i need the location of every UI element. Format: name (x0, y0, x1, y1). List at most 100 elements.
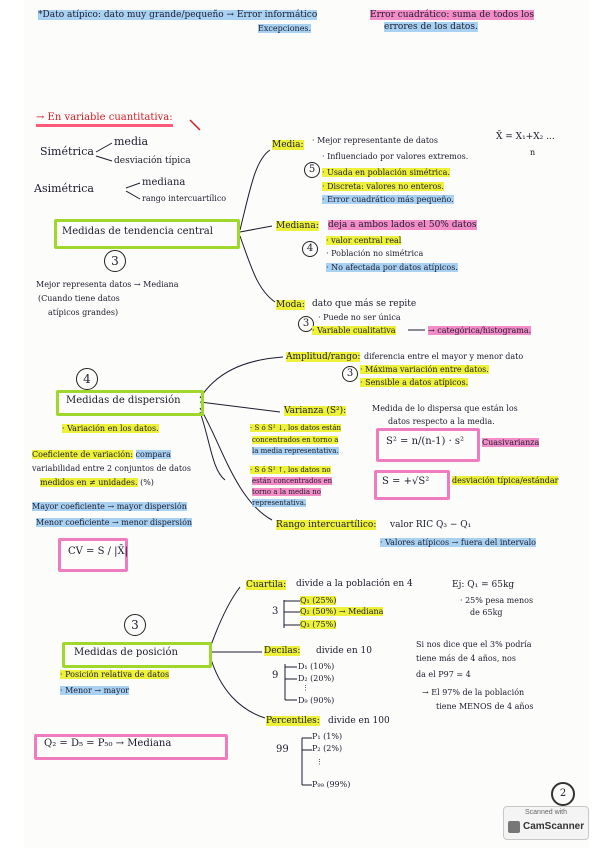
iqr-point-2: · Valores atípicos → fuera del intervalo (380, 538, 536, 547)
asymmetric-label: Asimétrica (34, 182, 94, 195)
percentile-p2: P₂ (2%) (312, 744, 343, 753)
p97-note-2: tiene más de 4 años, nos (416, 654, 516, 663)
symmetric-label: Simétrica (40, 145, 94, 158)
percentile-ellipsis: ⋮ (316, 758, 323, 766)
camscanner-watermark: Scanned with CamScanner (503, 806, 589, 840)
variance-point-1: Medida de lo dispersa que están los (372, 404, 518, 413)
range-heading: Amplitud/rango: (286, 352, 361, 362)
when-atypical-note-1: (Cuando tiene datos (38, 294, 120, 303)
exceptions-label: Excepciones. (258, 24, 312, 33)
range-point-3: · Sensible a datos atípicos. (360, 378, 469, 387)
quantitative-variable-title: → En variable cuantitativa: (36, 112, 173, 127)
range-point-1: diferencia entre el mayor y menor dato (364, 352, 524, 361)
decile-heading: Decilas: (264, 646, 301, 656)
percentile-heading: Percentiles: (266, 716, 320, 726)
median-point-4: · No afectada por datos atípicos. (326, 263, 458, 272)
scanned-with-label: Scanned with (524, 809, 568, 816)
example-2: · 25% pesa menos (460, 596, 534, 605)
median-point-2: · valor central real (326, 236, 402, 245)
median-heading: Mediana: (276, 221, 319, 231)
quasi-variance-formula-box (376, 428, 480, 462)
mean-count-badge: 5 (304, 162, 320, 178)
example-1: Ej: Q₁ = 65kg (452, 580, 515, 590)
high-s-note-3: torno a la media no (252, 488, 321, 496)
dispersion-subtitle: · Variación en los datos. (62, 424, 159, 433)
quasi-variance-label: Cuasivarianza (482, 438, 540, 447)
atypical-data-definition: *Dato atípico: dato muy grande/pequeño →… (38, 10, 318, 20)
quadratic-error-definition-cont: errores de los datos. (384, 22, 478, 32)
mode-count-badge: 3 (298, 316, 314, 332)
dispersion-count-badge: 4 (76, 368, 98, 390)
central-tendency-box (54, 219, 240, 249)
decile-ellipsis: ⋮ (302, 684, 309, 692)
mean-heading: Media: (272, 140, 304, 150)
dispersion-box (56, 390, 204, 416)
high-s-note-2: están concentrados en (252, 477, 333, 485)
median-point-1: deja a ambos lados el 50% datos (328, 220, 477, 230)
decile-d2: D₂ (20%) (298, 674, 335, 683)
quadratic-error-definition: Error cuadrático: suma de todos los (370, 10, 534, 20)
quartile-q3: Q₃ (75%) (300, 620, 337, 629)
page-number: 2 (551, 782, 575, 806)
p97-note-4: → El 97% de la población (422, 688, 525, 697)
low-s-note-3: la media representativa. (252, 447, 339, 455)
range-point-2: · Máxima variación entre datos. (360, 365, 489, 374)
dispersion-title: Medidas de dispersión (66, 395, 181, 406)
position-subtitle-2: · Menor → mayor (60, 686, 130, 695)
variance-heading: Varianza (S²): (284, 406, 347, 416)
mean-point-3: · Usada en población simétrica. (322, 168, 450, 177)
mode-point-1: dato que más se repite (312, 299, 417, 309)
mean-point-4: · Discreta: valores no enteros. (322, 182, 444, 191)
quartile-q2: Q₂ (50%) → Mediana (300, 607, 384, 616)
lower-coef-note: Menor coeficiente → menor dispersión (36, 518, 193, 527)
iqr-point-1: valor RIC Q₃ − Q₁ (390, 520, 472, 530)
median-point-3: · Población no simétrica (326, 249, 424, 258)
quartile-q1: Q₁ (25%) (300, 596, 337, 605)
iqr-heading: Rango intercuartílico: (276, 520, 377, 530)
mean-formula-denominator: n (530, 148, 536, 157)
best-representation-note: Mejor representa datos → Mediana (36, 280, 179, 289)
mean-label: media (114, 135, 149, 148)
std-formula: S = +√S² (382, 476, 430, 487)
decile-d9: D₉ (90%) (298, 696, 335, 705)
quartile-count: 3 (272, 606, 279, 617)
percentile-p1: P₁ (1%) (312, 732, 343, 741)
decile-count: 9 (272, 670, 279, 681)
quasi-variance-formula: S² = n/(n-1) · s² (386, 436, 465, 447)
when-atypical-note-2: atípicos grandes) (48, 308, 119, 317)
higher-coef-note: Mayor coeficiente → mayor dispersión (32, 502, 187, 511)
position-subtitle-1: · Posición relativa de datos (60, 670, 170, 679)
variance-point-2: datos respecto a la media. (388, 417, 495, 426)
std-deviation-label: desviación típica (114, 156, 191, 166)
mean-point-1: · Mejor representante de datos (312, 136, 438, 145)
mean-point-2: · Influenciado por valores extremos. (322, 152, 469, 161)
range-count-badge: 3 (342, 366, 358, 382)
std-label: desviación típica/estándar (452, 476, 559, 485)
decile-d1: D₁ (10%) (298, 662, 335, 671)
std-formula-box (374, 470, 450, 500)
position-box (62, 642, 212, 668)
iqr-label: rango intercuartílico (142, 194, 227, 203)
tendency-count-badge: 3 (104, 250, 126, 272)
mode-point-2: · Puede no ser única (318, 313, 401, 322)
camscanner-name: CamScanner (523, 821, 585, 832)
percentile-definition: divide en 100 (328, 716, 390, 726)
median-equivalence-box (34, 734, 228, 760)
mean-formula-numerator: X̄ = X₁+X₂ ... (496, 132, 555, 142)
quartile-definition: divide a la población en 4 (296, 579, 413, 589)
coef-variation-desc-2: medidos en ≠ unidades. (%) (40, 478, 154, 487)
high-s-note-4: representativa. (252, 499, 307, 507)
central-tendency-title: Medidas de tendencia central (62, 226, 213, 237)
example-3: de 65kg (470, 608, 503, 617)
percentile-count: 99 (276, 744, 289, 755)
quartile-heading: Cuartila: (246, 580, 287, 590)
mode-point-4: → categórica/histograma. (428, 326, 532, 335)
p97-note-5: tiene MENOS de 4 años (436, 702, 534, 711)
median-label: mediana (142, 177, 186, 188)
median-count-badge: 4 (302, 241, 318, 257)
low-s-note-2: concentrados en torno a (252, 436, 339, 444)
mean-point-5: · Error cuadrático más pequeño. (322, 195, 454, 204)
high-s-note-1: · S ó S² ↑, los datos no (250, 466, 331, 474)
mode-point-3: · Variable cualitativa (312, 326, 396, 335)
